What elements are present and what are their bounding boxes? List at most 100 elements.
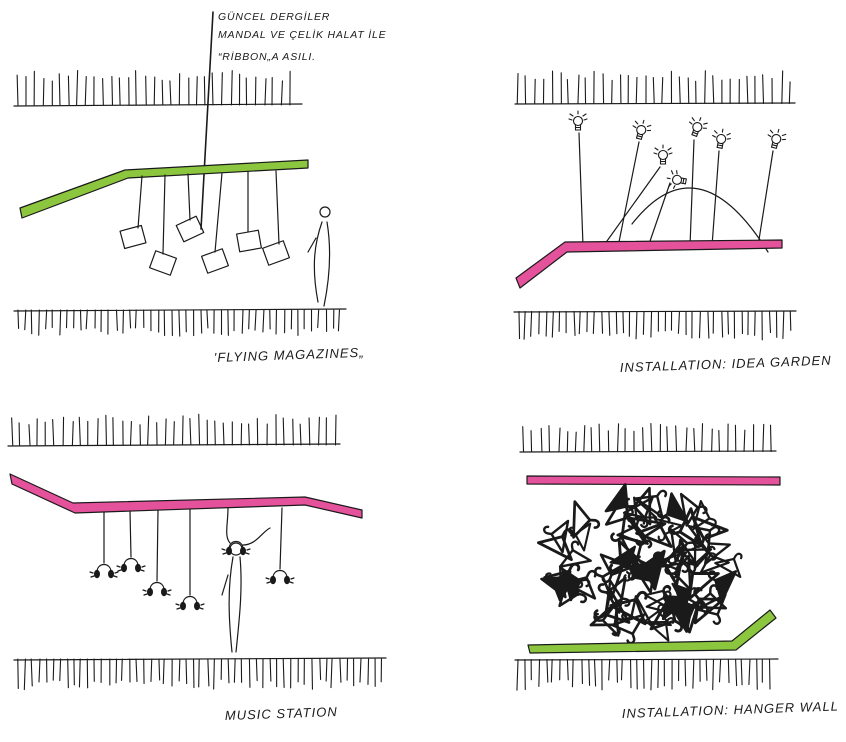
hatch-tick — [263, 310, 264, 332]
hanging-magazines — [120, 171, 289, 275]
hatch-tick — [708, 312, 709, 339]
hatch-tick — [531, 312, 532, 337]
hatch-tick — [116, 310, 117, 330]
hatch-tick — [31, 659, 32, 686]
hatch-tick — [162, 80, 163, 105]
hatch-tick — [728, 660, 729, 683]
hatch-tick — [249, 310, 250, 329]
hatch-tick — [130, 422, 131, 445]
ceiling-line — [515, 103, 795, 104]
light-bulb — [686, 115, 709, 139]
hatch-tick — [662, 78, 663, 104]
hatch-tick — [643, 312, 644, 335]
hatch-tick — [678, 312, 679, 334]
headphone-cup — [271, 576, 276, 583]
hatch-tick — [231, 71, 232, 105]
headphone-cup — [95, 570, 100, 577]
hatch-tick — [667, 427, 668, 452]
hatch-tick — [79, 659, 80, 687]
floor-line — [515, 659, 778, 660]
hatch-tick — [123, 310, 124, 333]
hanger-hook — [712, 615, 722, 625]
ceiling-hatch — [17, 71, 290, 105]
hatch-tick — [320, 659, 321, 680]
hatch-tick — [769, 312, 770, 333]
bulb-wire — [712, 151, 719, 246]
hatch-tick — [46, 310, 47, 329]
hatch-tick — [79, 417, 80, 445]
hatch-tick — [312, 659, 313, 689]
hatch-tick — [658, 660, 659, 688]
hatch-tick — [547, 660, 548, 683]
hatch-tick — [60, 659, 61, 681]
headphone-cup — [162, 588, 167, 595]
floor-line — [514, 311, 796, 312]
hatch-tick — [222, 73, 223, 105]
hatch-tick — [154, 77, 155, 105]
light-bulb — [711, 128, 732, 150]
hatch-tick — [747, 76, 748, 103]
hatch-tick — [300, 424, 301, 445]
hatch-tick — [179, 659, 180, 681]
bulb-glass — [659, 151, 668, 160]
hatch-tick — [539, 660, 540, 687]
ceiling-line — [14, 104, 302, 106]
hatch-tick — [744, 430, 745, 451]
hatch-tick — [223, 423, 224, 445]
hatch-tick — [112, 77, 113, 105]
hatch-tick — [18, 310, 19, 328]
bulb-rays — [666, 169, 678, 188]
hatch-tick — [574, 312, 575, 336]
hatch-tick — [179, 310, 180, 336]
hanger-cluster — [538, 480, 749, 647]
headphones — [90, 542, 294, 610]
headphone-cables — [104, 508, 282, 595]
hatch-tick — [196, 77, 197, 105]
headphone-cup — [195, 602, 200, 609]
annotation-line-2: MANDAL VE ÇELİK HALAT İLE — [218, 29, 387, 41]
hatch-tick — [749, 660, 750, 685]
hatch-tick — [17, 75, 18, 105]
hatch-tick — [207, 310, 208, 328]
hatch-tick — [283, 659, 284, 687]
pink-ribbon — [10, 474, 362, 518]
magazine-wire — [276, 171, 279, 244]
floor-hatch — [18, 659, 382, 690]
magazine-wire — [215, 173, 222, 252]
hatch-tick — [644, 660, 645, 689]
hatch-tick — [519, 312, 520, 339]
hatch-tick — [531, 431, 532, 452]
hatch-tick — [309, 418, 310, 445]
hatch-tick — [24, 659, 25, 690]
floor-hatch — [519, 312, 791, 340]
hatch-tick — [617, 660, 618, 683]
magazine — [263, 241, 290, 265]
hatch-tick — [214, 659, 215, 689]
hatch-tick — [77, 71, 78, 105]
headphone-cup — [148, 588, 153, 595]
listener-head — [230, 543, 242, 555]
hatch-tick — [159, 659, 160, 680]
hatch-tick — [699, 312, 700, 338]
light-bulb — [569, 111, 587, 130]
hatch-tick — [783, 312, 784, 339]
hatch-tick — [119, 78, 120, 105]
hatch-tick — [790, 312, 791, 331]
hatch-tick — [68, 659, 69, 688]
hatch-tick — [567, 660, 568, 680]
hatch-tick — [340, 659, 341, 682]
magazine-wire — [188, 174, 190, 220]
hatch-tick — [148, 416, 149, 445]
ceiling-hatch — [517, 71, 790, 104]
hatch-tick — [578, 75, 579, 103]
hatch-tick — [281, 81, 282, 105]
headphone-cable — [130, 511, 131, 557]
headphone-cable — [280, 508, 282, 569]
caption-idea-garden: INSTALLATION: IDEA GARDEN — [620, 353, 832, 375]
hatch-tick — [283, 418, 284, 445]
annotation-leader-line — [201, 12, 213, 229]
annotation-line-1: GÜNCEL DERGİLER — [218, 11, 330, 23]
hanger-hook — [710, 585, 717, 593]
hatch-tick — [12, 418, 13, 445]
headphone-cup — [181, 602, 186, 609]
